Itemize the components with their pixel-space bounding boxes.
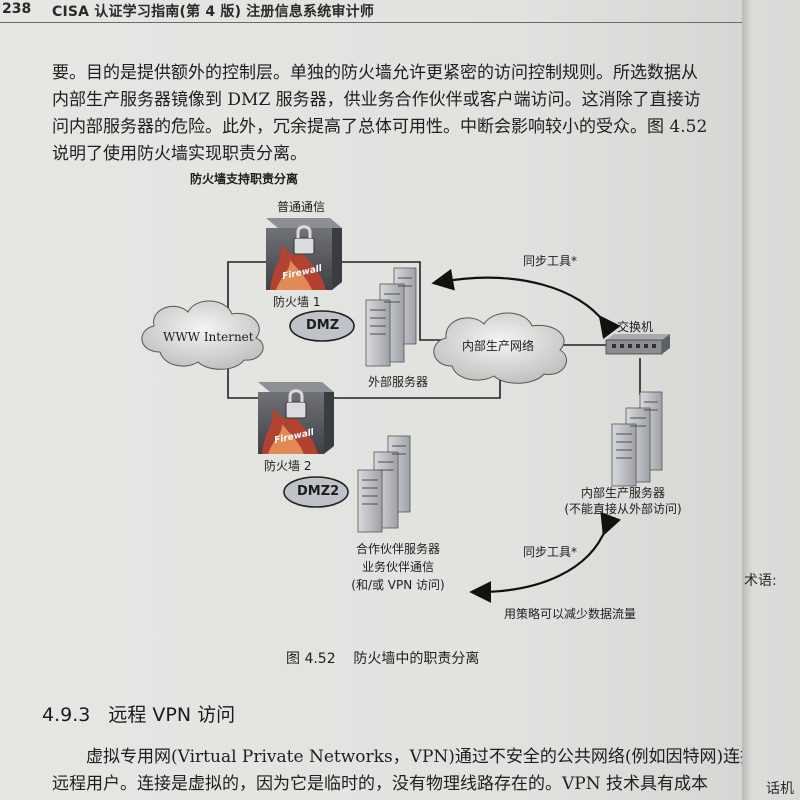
internal-server-icon: [611, 391, 663, 487]
label-internal-servers: 内部生产服务器: [580, 486, 665, 500]
header-rule: [0, 22, 742, 23]
paragraph-line: 虚拟专用网(Virtual Private Networks，VPN)通过不安全…: [86, 747, 742, 767]
label-firewall-2: 防火墙 2: [264, 459, 312, 473]
label-internet: WWW Internet: [163, 330, 254, 344]
adjacent-term-label: 术语:: [744, 573, 777, 589]
figure-caption: 图 4.52 防火墙中的职责分离: [286, 651, 480, 667]
firewall-1-icon: [266, 218, 342, 290]
paragraph-line: 远程用户。连接是虚拟的，因为它是临时的，没有物理线路存在的。VPN 技术具有成本: [52, 774, 708, 794]
paragraph-line: 说明了使用防火墙实现职责分离。: [52, 144, 307, 164]
paragraph-line: 要。目的是提供额外的控制层。单独的防火墙允许更紧密的访问控制规则。所选数据从: [52, 63, 698, 83]
label-external-servers: 外部服务器: [368, 375, 429, 389]
adjacent-bottom-text: 话机: [766, 781, 794, 797]
dmz-ellipse: [289, 310, 355, 342]
label-firewall-1: 防火墙 1: [273, 295, 321, 309]
paragraph-line: 内部生产服务器镜像到 DMZ 服务器，供业务合作伙伴或客户端访问。这消除了直接访: [52, 90, 701, 110]
label-sync-tool-top: 同步工具*: [523, 254, 578, 268]
firewall-2-icon: [258, 382, 334, 454]
label-policy-note: 用策略可以减少数据流量: [504, 607, 637, 621]
internal-network-cloud-icon: [433, 312, 567, 384]
external-server-icon: [365, 267, 417, 367]
running-title: CISA 认证学习指南(第 4 版) 注册信息系统审计师: [52, 4, 375, 20]
label-normal-traffic: 普通通信: [277, 200, 326, 214]
book-page: 238 CISA 认证学习指南(第 4 版) 注册信息系统审计师 要。目的是提供…: [0, 0, 742, 800]
paragraph-line: 问内部服务器的危险。此外，冗余提高了总体可用性。中断会影响较小的受众。图 4.5…: [52, 117, 708, 137]
body-paragraph-1: 要。目的是提供额外的控制层。单独的防火墙允许更紧密的访问控制规则。所选数据从 内…: [52, 60, 742, 168]
sync-arrow-bottom: [469, 511, 621, 603]
body-paragraph-2: 虚拟专用网(Virtual Private Networks，VPN)通过不安全…: [52, 744, 742, 798]
section-number: 4.9.3: [42, 704, 91, 726]
diagram-graphics: [141, 218, 670, 603]
label-internal-servers-note: (不能直接从外部访问): [564, 502, 682, 516]
firewall-diagram: 防火墙支持职责分离 普通通信 Firewall Firewall 防火墙 1 防…: [141, 172, 682, 621]
label-dmz2: DMZ2: [297, 484, 340, 499]
running-header: 238 CISA 认证学习指南(第 4 版) 注册信息系统审计师: [0, 0, 742, 23]
label-dmz: DMZ: [306, 318, 340, 333]
label-internal-network: 内部生产网络: [462, 339, 535, 353]
diagram-title: 防火墙支持职责分离: [190, 172, 299, 186]
dmz2-ellipse: [283, 476, 349, 508]
label-sync-tool-bottom: 同步工具*: [523, 545, 578, 559]
label-switch: 交换机: [617, 320, 654, 334]
page-number: 238: [2, 1, 32, 17]
section-heading: 4.9.3 远程 VPN 访问: [42, 700, 235, 727]
switch-icon: [605, 334, 670, 355]
adjacent-page-edge: 术语: 话机: [742, 0, 800, 800]
label-partner-vpn: (和/或 VPN 访问): [351, 578, 445, 592]
partner-server-icon: [357, 435, 411, 533]
sync-arrow-top: [431, 268, 621, 340]
internet-cloud-icon: [141, 300, 264, 370]
label-partner-servers: 合作伙伴服务器: [355, 542, 440, 556]
section-title: 远程 VPN 访问: [108, 704, 236, 726]
label-partner-communication: 业务伙伴通信: [361, 560, 434, 574]
